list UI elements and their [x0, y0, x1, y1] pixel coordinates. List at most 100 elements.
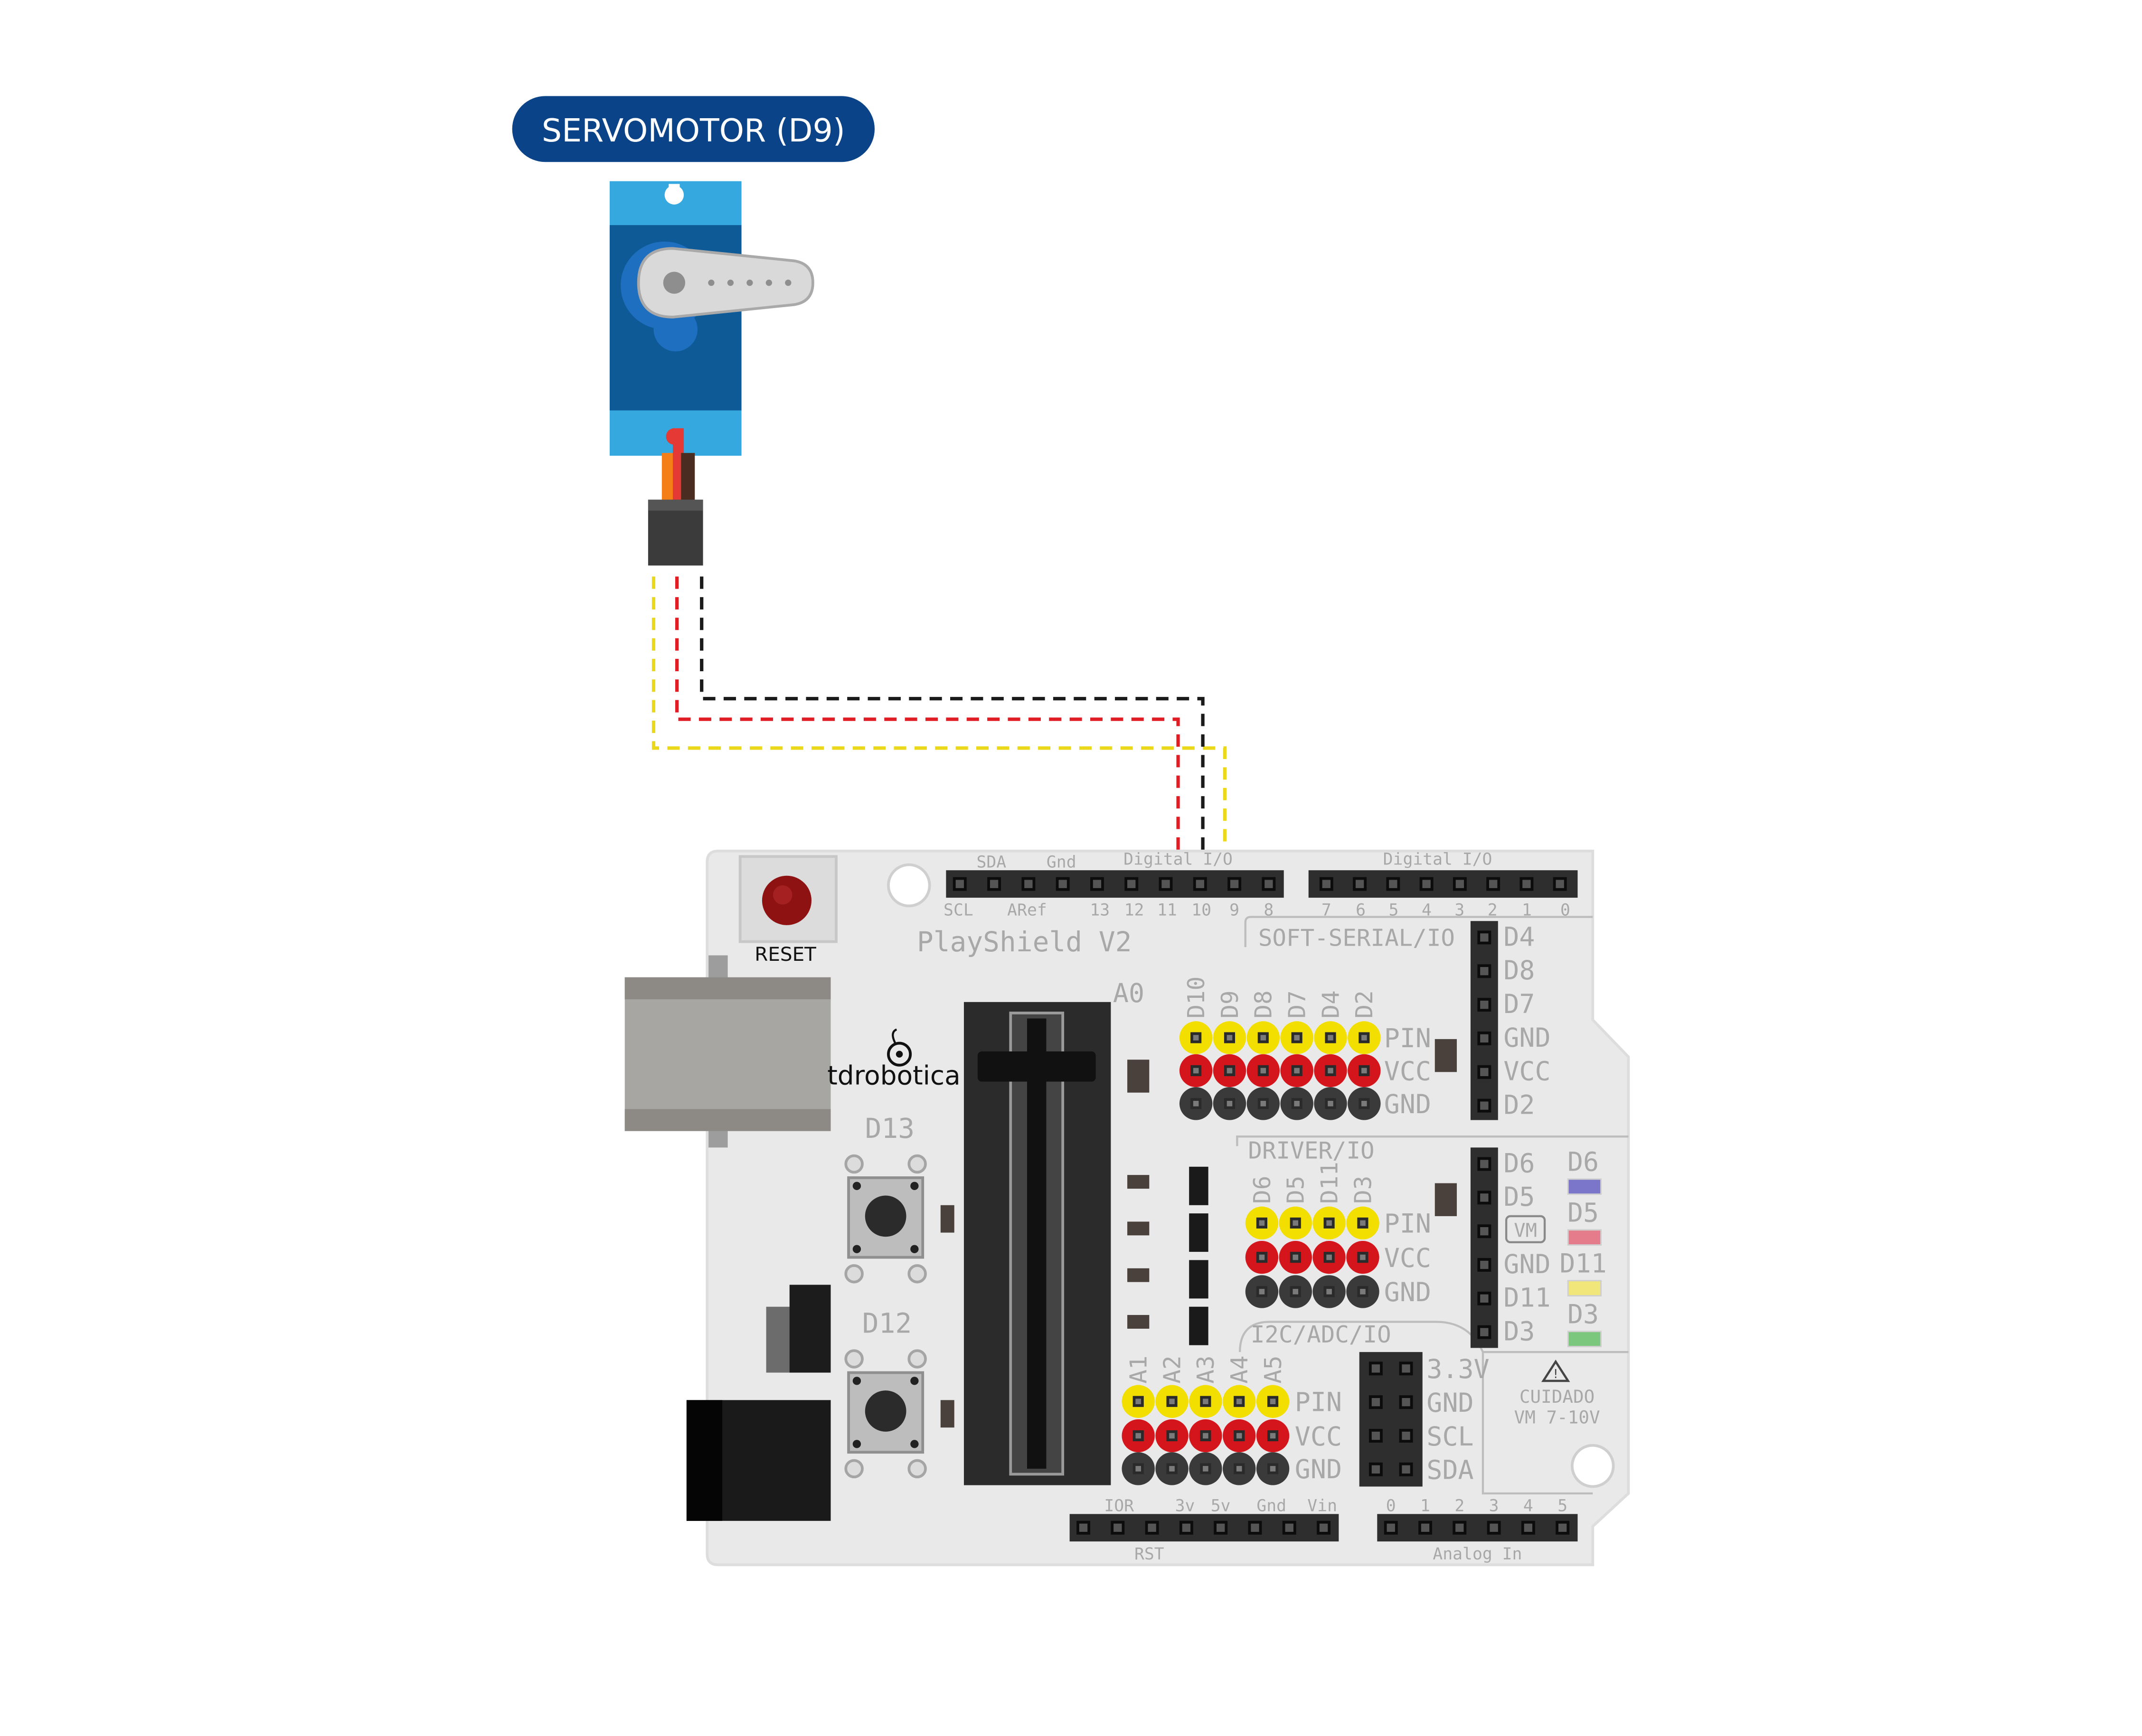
soft-serial-col-D2: D2: [1350, 990, 1378, 1018]
bottom-header-labels: IOR 3v 5v Gnd Vin RST Analog In: [1104, 1497, 1522, 1564]
top-number-6: 6: [1356, 901, 1366, 920]
servo-title-text: SERVOMOTOR (D9): [542, 112, 845, 149]
soft-serial-row-GND: GND: [1384, 1089, 1431, 1119]
analog-number-0: 0: [1386, 1497, 1396, 1516]
driver-row-PIN: PIN: [1384, 1209, 1431, 1239]
hdr-digital-left: Digital I/O: [1123, 850, 1233, 869]
soft-serial-side-VCC: VCC: [1503, 1056, 1550, 1087]
top-header-labels: SDA Gnd Digital I/O Digital I/O: [976, 850, 1492, 872]
bottom-header-power: [1069, 1514, 1339, 1542]
soft-serial-side-D7: D7: [1503, 989, 1535, 1019]
reset-button[interactable]: RESET: [738, 855, 838, 966]
analog-col-A2: A2: [1158, 1355, 1186, 1383]
driver-pin-grid: [1245, 1206, 1379, 1308]
warning-block: ! CUIDADO VM 7-10V: [1514, 1360, 1600, 1428]
driver-col-D6: D6: [1248, 1176, 1276, 1204]
hdr-analog-in: Analog In: [1433, 1545, 1522, 1564]
analog-col-A4: A4: [1226, 1355, 1253, 1383]
i2c-label-GND: GND: [1426, 1388, 1473, 1418]
soft-serial-col-D7: D7: [1283, 990, 1311, 1018]
analog-row-PIN: PIN: [1295, 1387, 1342, 1417]
servo-title-badge: SERVOMOTOR (D9): [512, 96, 875, 162]
driver-side-GND: GND: [1503, 1249, 1550, 1279]
driver-row-GND: GND: [1384, 1277, 1431, 1307]
soft-serial-side-D8: D8: [1503, 955, 1535, 985]
analog-number-5: 5: [1557, 1497, 1567, 1516]
led-label-D11: D11: [1559, 1248, 1606, 1278]
mounting-holes: [887, 863, 1615, 1488]
hdr-digital-right: Digital I/O: [1383, 850, 1492, 869]
soft-serial-pin-grid: [1179, 1021, 1381, 1120]
top-number-3: 3: [1454, 901, 1464, 920]
driver-col-D5: D5: [1282, 1176, 1310, 1204]
warning-icon: [1541, 1360, 1570, 1382]
top-number-ARef: ARef: [1007, 901, 1047, 920]
hdr-sda: SDA: [976, 853, 1006, 872]
soft-serial-title: SOFT-SERIAL/IO: [1258, 924, 1455, 951]
top-number-12: 12: [1124, 901, 1144, 920]
analog-row-GND: GND: [1295, 1454, 1342, 1484]
top-number-9: 9: [1229, 901, 1239, 920]
driver-title: DRIVER/IO: [1248, 1136, 1374, 1164]
driver-row-VCC: VCC: [1384, 1243, 1431, 1273]
warning-mark: !: [1553, 1367, 1558, 1381]
soft-serial-side-D2: D2: [1503, 1089, 1535, 1120]
led-label-D6: D6: [1567, 1146, 1599, 1177]
top-number-0: 0: [1560, 901, 1570, 920]
top-number-1: 1: [1522, 901, 1532, 920]
analog-col-A1: A1: [1125, 1355, 1152, 1383]
diodes: [1189, 1166, 1208, 1345]
power-jack: [686, 1285, 831, 1521]
led-label-D3: D3: [1567, 1299, 1599, 1329]
top-header-right: [1308, 870, 1578, 898]
soft-serial-col-D9: D9: [1216, 990, 1244, 1018]
i2c-label-SDA: SDA: [1426, 1455, 1473, 1485]
pushbutton-d13[interactable]: [844, 1154, 927, 1284]
i2c-label-SCL: SCL: [1426, 1421, 1473, 1452]
smd-components: [940, 1039, 1457, 1428]
led-D11: [1567, 1280, 1602, 1297]
tdrobotica-logo: tdrobotica: [827, 1028, 961, 1090]
warning-line2: VM 7-10V: [1514, 1407, 1600, 1428]
analog-row-VCC: VCC: [1295, 1421, 1342, 1452]
top-number-SCL: SCL: [944, 901, 973, 920]
bottom-header-analog: [1377, 1514, 1578, 1542]
pushbutton-d12[interactable]: [844, 1349, 927, 1479]
slide-potentiometer[interactable]: [963, 1002, 1111, 1485]
top-number-5: 5: [1389, 901, 1399, 920]
slider-label: A0: [1113, 978, 1144, 1008]
hdr-5v: 5v: [1211, 1497, 1231, 1516]
soft-serial-side-D4: D4: [1503, 921, 1535, 952]
analog-number-3: 3: [1489, 1497, 1499, 1516]
top-number-8: 8: [1264, 901, 1274, 920]
soft-serial-col-D10: D10: [1182, 976, 1210, 1019]
reset-label: RESET: [755, 943, 816, 966]
driver-side-D11: D11: [1503, 1283, 1550, 1313]
analog-number-4: 4: [1523, 1497, 1533, 1516]
hdr-rst: RST: [1134, 1545, 1164, 1564]
led-D5: [1567, 1229, 1602, 1246]
top-number-10: 10: [1191, 901, 1211, 920]
top-header-left: [946, 870, 1284, 898]
button-label-d13: D13: [865, 1112, 915, 1145]
analog-col-A3: A3: [1192, 1355, 1219, 1383]
soft-serial-side-GND: GND: [1503, 1023, 1550, 1053]
power-wire: [675, 576, 1180, 1074]
driver-side-D6: D6: [1503, 1148, 1535, 1178]
driver-row-labels: PIN VCC GND: [1384, 1209, 1431, 1308]
button-label-d12: D12: [862, 1307, 912, 1340]
board-name: PlayShield V2: [917, 926, 1132, 958]
i2c-header: [1359, 1352, 1423, 1487]
warning-line1: CUIDADO: [1519, 1386, 1595, 1407]
top-number-2: 2: [1488, 901, 1498, 920]
